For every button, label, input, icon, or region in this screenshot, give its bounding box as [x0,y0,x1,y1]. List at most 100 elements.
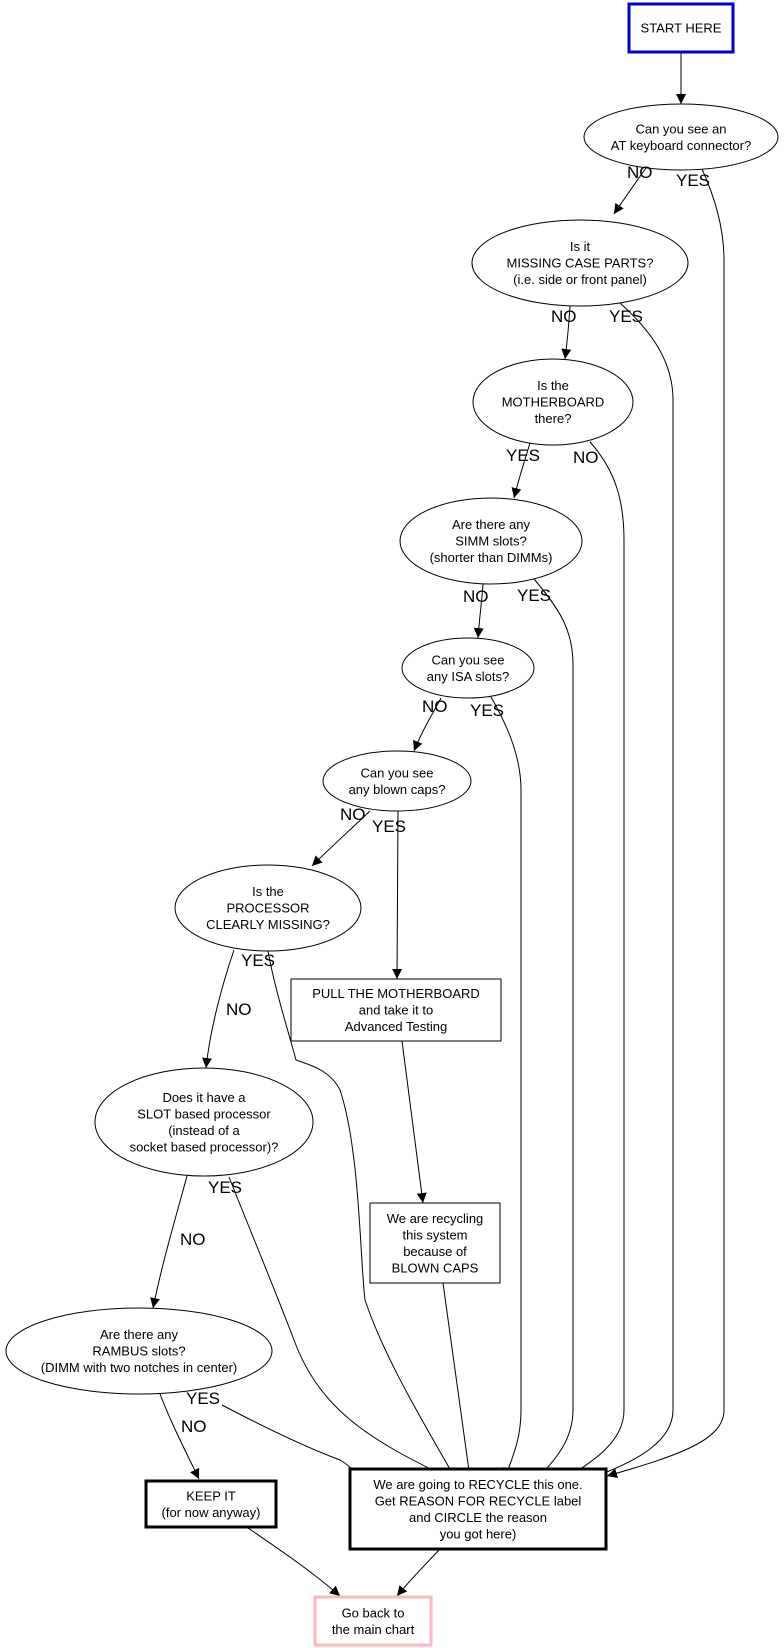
edge-label-no: NO [551,307,577,326]
edge-label-yes: YES [470,701,504,720]
node-text-line: START HERE [641,21,722,36]
node-text-line: Can you see [361,765,434,780]
edge-label-yes: YES [609,307,643,326]
node-text-line: KEEP IT [186,1488,236,1503]
decision-ellipse [583,103,779,171]
node-text-line: We are going to RECYCLE this one. [373,1477,582,1492]
decision-ellipse [5,1307,273,1395]
node-text-line: Is the [537,378,569,393]
edge-label-no: NO [463,587,489,606]
node-text-line: socket based processor)? [130,1139,279,1154]
edge-rambus-to-keep [159,1393,200,1480]
edge-label-yes: YES [372,817,406,836]
node-text-line: PROCESSOR [226,901,309,916]
edge-simm-to-isa [473,583,484,639]
edge-label-no: NO [573,448,599,467]
edge-keep-to-back [247,1527,341,1597]
node-text-line: Advanced Testing [345,1019,447,1034]
edge-isa-to-recycle [490,696,522,1479]
edge-processor-to-slot-proc [202,949,235,1069]
edge-pull-mb-to-recycling-caps [401,1040,427,1204]
edge-label-yes: YES [676,171,710,190]
edge-slot-proc-to-recycle [228,1176,450,1479]
node-text-line: the main chart [332,1622,415,1637]
action-box [290,978,502,1042]
node-text-line: Is the [252,884,284,899]
node-text-line: (i.e. side or front panel) [513,272,647,287]
edge-at-keyboard-to-missing-case [613,167,647,215]
node-recycle: We are going to RECYCLE this one.Get REA… [348,1467,608,1551]
node-pull-mb: PULL THE MOTHERBOARD and take it toAdvanc… [290,978,502,1042]
node-text-line: SLOT based processor [137,1106,271,1121]
action-box [369,1202,501,1284]
edge-label-yes: YES [208,1178,242,1197]
decision-ellipse [471,219,689,307]
edge-simm-to-recycle [533,578,574,1479]
node-text-line: MISSING CASE PARTS? [507,256,654,271]
node-text-line: BLOWN CAPS [392,1260,479,1275]
node-text-line: (DIMM with two notches in center) [41,1360,238,1375]
edge-label-no: NO [340,805,366,824]
edge-recycling-caps-to-recycle [442,1282,474,1479]
node-text-line: (shorter than DIMMs) [430,550,553,565]
action-box [348,1467,608,1551]
node-text-line: there? [535,411,572,426]
edge-label-no: NO [422,697,448,716]
action-box [627,2,735,54]
node-text-line: Is it [570,239,591,254]
node-text-line: any ISA slots? [427,669,509,684]
edge-rambus-to-recycle [221,1404,360,1479]
edge-at-keyboard-to-recycle [606,168,725,1479]
decision-ellipse [472,358,634,446]
edge-label-yes: YES [241,951,275,970]
node-keep: KEEP IT (for now anyway) [144,1479,278,1529]
node-text-line: Can you see [432,652,505,667]
node-isa: Can you see any ISA slots? [401,637,535,699]
labels-layer: NO YES NO YES YES NO NO YES NO YES NO YES NO YES NO YES… [180,163,710,1436]
edge-processor-to-recycle [267,950,456,1479]
edge-isa-to-blown-caps [413,697,442,752]
edge-label-yes: YES [186,1389,220,1408]
node-text-line: Get REASON FOR RECYCLE label [375,1493,582,1508]
node-text-line: We are recycling [387,1211,484,1226]
node-at-keyboard: Can you see an AT keyboard connector? [583,103,779,171]
node-text-line: CLEARLY MISSING? [206,917,330,932]
node-text-line: Go back to [342,1605,405,1620]
decision-ellipse [322,750,472,812]
edge-label-yes: YES [506,446,540,465]
node-back: Go back to the main chart [313,1595,433,1647]
node-text-line: (instead of a [168,1123,240,1138]
node-text-line: this system [402,1227,467,1242]
edge-label-no: NO [181,1417,207,1436]
edge-label-no: NO [180,1230,206,1249]
node-start: START HERE [627,2,735,54]
decision-ellipse [174,864,362,952]
node-text-line: RAMBUS slots? [92,1344,185,1359]
node-text-line: Can you see an [635,121,726,136]
edge-recycle-to-back [396,1548,441,1597]
action-box [144,1479,278,1529]
node-text-line: AT keyboard connector? [611,138,751,153]
edge-label-yes: YES [517,586,551,605]
node-text-line: Are there any [452,517,531,532]
node-text-line: PULL THE MOTHERBOARD [312,986,480,1001]
node-text-line: because of [403,1244,467,1259]
edge-label-no: NO [226,1000,252,1019]
node-text-line: and CIRCLE the reason [409,1510,547,1525]
edge-missing-case-to-recycle [593,302,674,1479]
decision-ellipse [401,637,535,699]
node-text-line: you got here) [440,1526,517,1541]
edges-layer [150,52,725,1597]
edge-blown-caps-to-processor [311,810,371,867]
node-missing-case: Is it MISSING CASE PARTS?(i.e. side or fr… [471,219,689,307]
action-box [313,1595,433,1647]
node-text-line: (for now anyway) [162,1505,261,1520]
node-text-line: and take it to [359,1003,433,1018]
decision-ellipse [94,1067,314,1177]
